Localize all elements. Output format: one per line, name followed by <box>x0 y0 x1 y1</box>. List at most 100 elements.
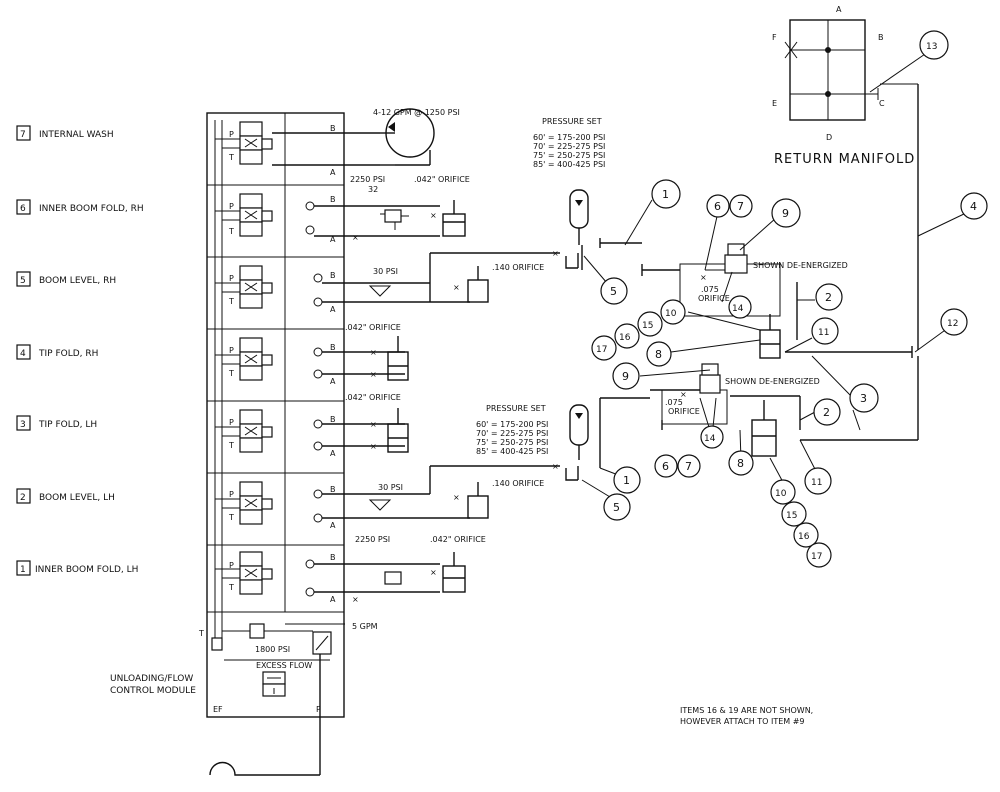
port-label-a: A <box>330 449 336 458</box>
section-number: 6 <box>20 204 26 214</box>
relief-1800-label: 1800 PSI <box>255 645 290 654</box>
port-label-t: T <box>228 227 234 236</box>
section-number-box <box>16 415 31 431</box>
port-label-b: B <box>330 553 336 562</box>
manifold-port-e: E <box>772 99 777 108</box>
pressure-set-upper: PRESSURE SET 60' = 175-200 PSI 70' = 225… <box>533 117 605 169</box>
svg-text:11: 11 <box>811 478 822 488</box>
callout-11: 11 <box>804 467 832 495</box>
flow-gpm-label: 5 GPM <box>352 622 378 631</box>
valve-bank <box>206 112 345 718</box>
svg-text:16: 16 <box>619 333 631 343</box>
port-label-ef: EF <box>213 705 223 714</box>
svg-text:5: 5 <box>613 501 620 514</box>
orifice-mark: × <box>352 233 359 242</box>
port-label-a: A <box>330 235 336 244</box>
accumulator <box>569 189 589 229</box>
svg-text:7: 7 <box>685 460 692 473</box>
callout-2: 2 <box>813 398 841 426</box>
svg-text:8: 8 <box>655 348 662 361</box>
pressure-set-title: PRESSURE SET <box>542 117 602 126</box>
port-label-b: B <box>330 343 336 352</box>
section-number-box <box>16 488 31 504</box>
orifice-mark: × <box>370 348 377 357</box>
directional-valve: P T <box>215 121 273 165</box>
svg-text:15: 15 <box>642 321 653 331</box>
callout-15: 15 <box>781 501 807 527</box>
pressure-row: 60' = 175-200 PSI <box>533 133 605 142</box>
section-name: TIP FOLD, LH <box>38 420 97 430</box>
relief-item-number: 32 <box>368 185 378 194</box>
section-name: INNER BOOM FOLD, LH <box>35 565 138 575</box>
port-label-a: A <box>330 168 336 177</box>
orifice-mark: × <box>370 370 377 379</box>
svg-text:2: 2 <box>823 406 830 419</box>
cylinder <box>442 565 466 593</box>
check-valve <box>368 499 392 511</box>
pressure-row: 70' = 225-275 PSI <box>476 429 548 438</box>
motor-arrow-icon <box>388 122 395 132</box>
orifice-label: .042" ORIFICE <box>345 323 401 332</box>
svg-text:14: 14 <box>704 434 716 444</box>
port-label-p: P <box>229 130 234 139</box>
svg-text:7: 7 <box>737 200 744 213</box>
svg-text:1: 1 <box>662 188 669 201</box>
section-label-3: 3 TIP FOLD, LH <box>16 415 97 431</box>
section-5-circuit: × × B A 30 PSI .140 ORIFICE <box>313 249 560 314</box>
shown-de-energized-label: SHOWN DE-ENERGIZED <box>753 261 848 270</box>
manifold-port-a: A <box>836 5 842 14</box>
orifice-mark: × <box>352 595 359 604</box>
section-1-circuit: × × B A 2250 PSI .042" ORIFICE <box>305 535 486 604</box>
note-line-1: ITEMS 16 & 19 ARE NOT SHOWN, <box>680 706 813 715</box>
unloading-label-line2: CONTROL MODULE <box>110 686 196 696</box>
section-name: BOOM LEVEL, LH <box>39 493 115 503</box>
orifice-mark: × <box>680 390 687 399</box>
section-name: TIP FOLD, RH <box>38 349 98 359</box>
solenoid-valve <box>724 254 748 274</box>
port-label-t: T <box>228 153 234 162</box>
directional-valve: P T <box>215 265 273 309</box>
callout-17: 17 <box>806 542 832 568</box>
callout-14: 14 <box>700 425 724 449</box>
callout-5: 5 <box>600 277 628 305</box>
callout-10: 10 <box>770 479 796 505</box>
relief-valve <box>384 209 402 223</box>
section-7-circuit: B A 4-12 GPM @ 1250 PSI <box>272 108 460 177</box>
cylinder <box>467 495 489 519</box>
orifice-mark: × <box>453 283 460 292</box>
port-label-t: T <box>228 513 234 522</box>
port-label-p: P <box>229 346 234 355</box>
svg-text:16: 16 <box>798 532 810 542</box>
port-label-b: B <box>330 271 336 280</box>
pump-flow-label: 4-12 GPM @ 1250 PSI <box>373 108 460 117</box>
svg-text:12: 12 <box>947 319 958 329</box>
svg-text:6: 6 <box>714 200 721 213</box>
orifice-small-a: .075 <box>701 285 719 294</box>
pressure-row: 70' = 225-275 PSI <box>533 142 605 151</box>
svg-text:17: 17 <box>596 345 607 355</box>
relief-pressure-label: 2250 PSI <box>355 535 390 544</box>
orifice-label: .042" ORIFICE <box>345 393 401 402</box>
port-label-t: T <box>228 369 234 378</box>
orifice-label: .140 ORIFICE <box>492 479 544 488</box>
unloading-module: T EF P 5 GPM 1800 PSI EXCESS FLOW <box>198 622 378 776</box>
lower-manifold-block <box>661 389 728 425</box>
manifold-port-f: F <box>772 33 777 42</box>
section-2-circuit: × × B A 30 PSI .140 ORIFICE <box>313 462 560 530</box>
svg-text:17: 17 <box>811 552 822 562</box>
solenoid-valve <box>699 374 721 394</box>
svg-text:14: 14 <box>732 304 744 314</box>
port-label-p: P <box>229 274 234 283</box>
callout-5: 5 <box>603 493 631 521</box>
port-label-t: T <box>228 297 234 306</box>
section-number-box <box>16 271 31 287</box>
callout-11: 11 <box>811 317 839 345</box>
port-label-p: P <box>229 490 234 499</box>
callout-1: 1 <box>651 179 681 209</box>
directional-valves: P T P T P T P T <box>215 121 273 595</box>
svg-text:1: 1 <box>623 474 630 487</box>
port-label-a: A <box>330 305 336 314</box>
orifice-mark: × <box>700 273 707 282</box>
check-pressure-label: 30 PSI <box>373 267 398 276</box>
callout-8: 8 <box>728 450 754 476</box>
